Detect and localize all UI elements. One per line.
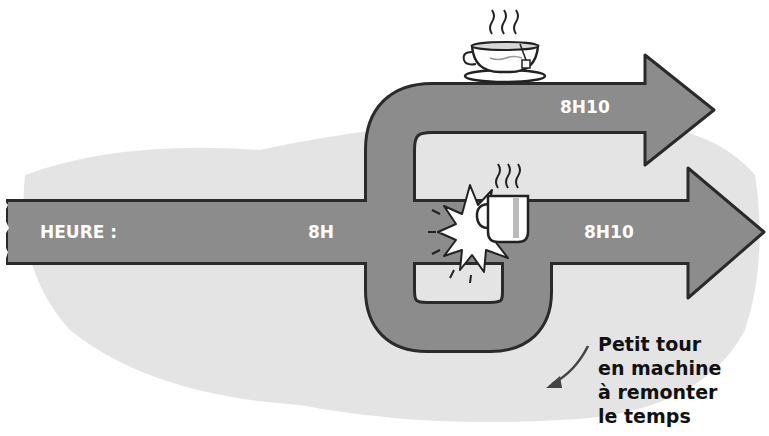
ragged-end — [0, 195, 9, 268]
axis-title: HEURE : — [40, 222, 117, 242]
coffee-mug — [477, 164, 528, 242]
tea-cup — [464, 10, 545, 82]
leader-arrowhead — [546, 376, 562, 388]
main-band — [8, 202, 700, 262]
note-text: Petit tour en machine à remonter le temp… — [598, 332, 723, 428]
splash-lines — [428, 210, 471, 283]
time-label: 8H10 — [560, 97, 610, 117]
time-label: 8H — [308, 222, 334, 242]
main-band-outline — [6, 199, 700, 265]
time-label: 8H10 — [584, 222, 634, 242]
